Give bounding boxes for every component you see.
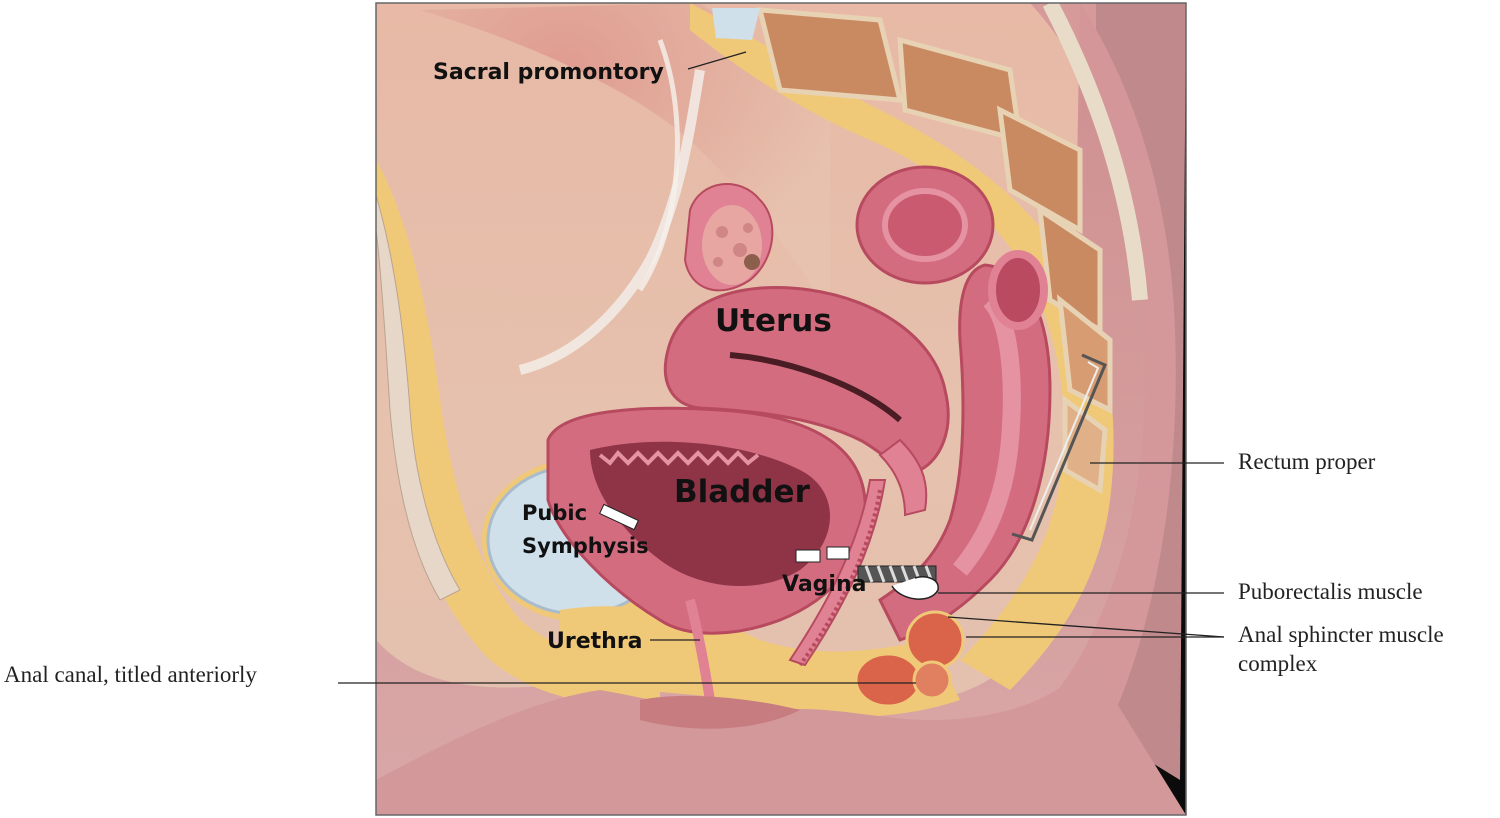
label-puborectalis: Puborectalis muscle xyxy=(1238,579,1423,604)
figure-frame xyxy=(375,2,1187,816)
label-uterus: Uterus xyxy=(715,303,832,339)
sphincter-muscle-b xyxy=(854,652,922,708)
label-anal-sphincter-line1: Anal sphincter muscle xyxy=(1238,622,1444,647)
rectum-opening xyxy=(988,250,1048,330)
vertebrae xyxy=(756,7,1113,495)
labia xyxy=(640,695,800,729)
label-vagina: Vagina xyxy=(782,572,866,597)
label-pubic: Pubic xyxy=(522,501,587,525)
peritoneum-shading xyxy=(420,3,830,320)
ureter xyxy=(637,39,680,292)
label-symphysis: Symphysis xyxy=(522,534,649,558)
leader-sacral-promontory xyxy=(687,51,747,70)
ovary-and-tube xyxy=(683,183,774,292)
illustration xyxy=(376,3,1186,815)
sacral-disc xyxy=(712,8,760,40)
rectum-bracket-inner xyxy=(1029,361,1100,531)
label-anal-canal: Anal canal, titled anteriorly xyxy=(4,662,257,687)
rectum-bracket xyxy=(1011,353,1107,542)
label-bladder: Bladder xyxy=(674,474,811,510)
leader-anal-sphincter-a xyxy=(947,616,1225,638)
cervix xyxy=(878,438,928,517)
bladder-lumen xyxy=(590,441,830,587)
sphincter-muscle-c xyxy=(912,660,952,700)
label-urethra: Urethra xyxy=(547,629,643,654)
label-sacral-promontory: Sacral promontory xyxy=(433,60,664,85)
vagina-canal xyxy=(788,479,887,667)
urethra-tube xyxy=(685,598,715,701)
rectus-muscle xyxy=(376,194,461,601)
uterine-cavity xyxy=(729,352,902,423)
buttock-skin xyxy=(1030,3,1186,780)
suspensory-ligament xyxy=(518,69,705,375)
vaginal-rugae xyxy=(798,489,882,667)
perineum-skin xyxy=(376,660,1186,815)
label-anal-sphincter-line2: complex xyxy=(1238,651,1318,676)
spinal-canal xyxy=(1042,3,1148,301)
label-rectum-proper: Rectum proper xyxy=(1238,449,1376,474)
marker-puborectalis xyxy=(857,565,939,600)
marker-vagina xyxy=(795,546,850,563)
bladder-rugae xyxy=(598,450,760,466)
sigmoid-lumen xyxy=(882,188,968,262)
sacrum-fat xyxy=(690,3,1114,690)
sphincter-muscle-a xyxy=(905,610,965,670)
marker-pubic xyxy=(599,503,639,531)
rectum-lumen xyxy=(953,293,1021,576)
